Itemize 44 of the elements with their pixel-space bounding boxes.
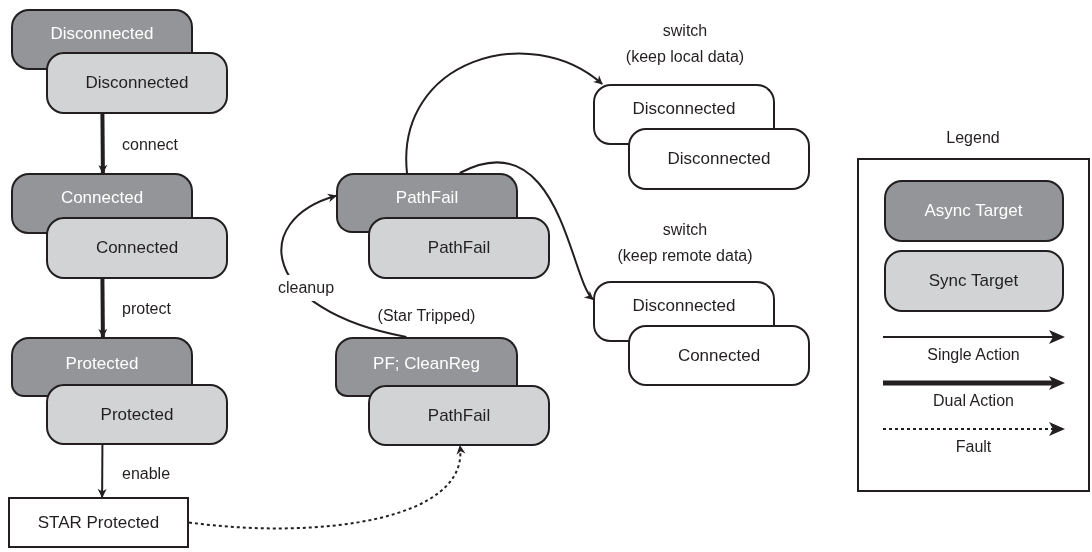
state-box bbox=[335, 337, 518, 385]
state-label: PathFail bbox=[427, 404, 491, 427]
state-box bbox=[46, 52, 228, 114]
state-label: Disconnected bbox=[50, 22, 154, 45]
state-label: PathFail bbox=[395, 187, 459, 209]
state-label: Connected bbox=[95, 237, 179, 259]
arrow bbox=[458, 161, 594, 301]
state-box bbox=[11, 9, 193, 52]
state-label: STAR Protected bbox=[37, 511, 160, 534]
state-box bbox=[593, 281, 775, 325]
state-label: Disconnected bbox=[632, 98, 736, 120]
edge-label: cleanup bbox=[278, 275, 335, 301]
arrow bbox=[98, 114, 108, 174]
state-box bbox=[593, 84, 775, 128]
legend-title: Legend bbox=[945, 128, 1001, 148]
legend-label: Fault bbox=[955, 437, 992, 457]
state-box bbox=[368, 217, 550, 279]
state-label: PathFail bbox=[427, 237, 491, 259]
arrow bbox=[98, 279, 108, 338]
state-box bbox=[11, 173, 193, 217]
state-box bbox=[368, 385, 550, 446]
legend-swatch: Async Target bbox=[883, 180, 1064, 242]
state-box bbox=[628, 128, 810, 190]
state-label: Protected bbox=[100, 403, 174, 426]
arrow bbox=[405, 52, 604, 174]
state-caption: (Star Tripped) bbox=[376, 306, 477, 326]
arrow bbox=[188, 445, 465, 530]
state-box bbox=[46, 384, 228, 445]
arrow bbox=[97, 444, 107, 498]
state-label: Protected bbox=[65, 352, 139, 375]
legend-label: Single Action bbox=[927, 345, 1020, 365]
state-label: Disconnected bbox=[667, 148, 771, 170]
state-label: Disconnected bbox=[632, 295, 736, 317]
legend-label: Dual Action bbox=[933, 391, 1014, 411]
state-label: PF; CleanReg bbox=[373, 353, 480, 375]
state-box bbox=[11, 337, 193, 384]
state-label: Disconnected bbox=[85, 72, 189, 94]
state-label: Connected bbox=[677, 344, 761, 367]
legend-swatch: Sync Target bbox=[883, 250, 1064, 312]
state-box bbox=[336, 173, 518, 217]
state-label: Connected bbox=[60, 187, 144, 209]
state-box bbox=[628, 325, 810, 386]
state-rectangle bbox=[8, 497, 189, 548]
state-box bbox=[46, 217, 228, 279]
